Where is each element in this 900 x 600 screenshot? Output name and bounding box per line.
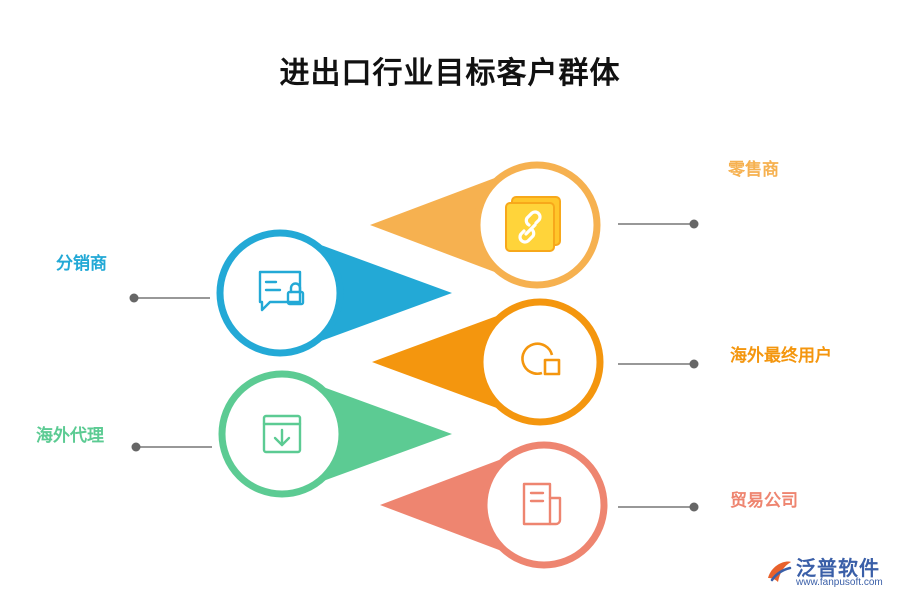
- brand-watermark: 泛普软件 www.fanpusoft.com: [764, 552, 894, 592]
- document-icon: [522, 482, 562, 526]
- brand-name: 泛普软件: [796, 556, 880, 580]
- page-title: 进出口行业目标客户群体: [279, 56, 621, 91]
- segment-trading-company: [380, 441, 699, 569]
- label-overseas-end-user: 海外最终用户: [730, 346, 832, 366]
- label-overseas-agent: 海外代理: [36, 426, 104, 446]
- segment-distributor: [129, 229, 452, 357]
- segment-overseas-agent: [131, 370, 452, 498]
- chart-square-icon: [521, 342, 561, 376]
- segment-overseas-agent-dot: [131, 442, 141, 452]
- segment-distributor-circle: [216, 229, 344, 357]
- segment-retailer: [370, 161, 699, 289]
- segment-trading-company-dot: [689, 502, 699, 512]
- label-trading-company: 贸易公司: [730, 491, 798, 511]
- brand-url: www.fanpusoft.com: [796, 577, 883, 588]
- segment-distributor-dot: [129, 293, 139, 303]
- chain-link-icon: [505, 196, 561, 252]
- segment-overseas-end-user-dot: [689, 359, 699, 369]
- chat-lock-icon: [258, 270, 305, 312]
- segment-overseas-end-user-circle: [476, 298, 604, 426]
- label-distributor: 分销商: [56, 254, 107, 274]
- download-box-icon: [262, 414, 302, 454]
- segment-overseas-end-user: [372, 298, 699, 426]
- label-retailer: 零售商: [728, 160, 779, 180]
- segment-trading-company-circle: [480, 441, 608, 569]
- brand-logo-icon: [768, 561, 792, 582]
- segment-retailer-dot: [689, 219, 699, 229]
